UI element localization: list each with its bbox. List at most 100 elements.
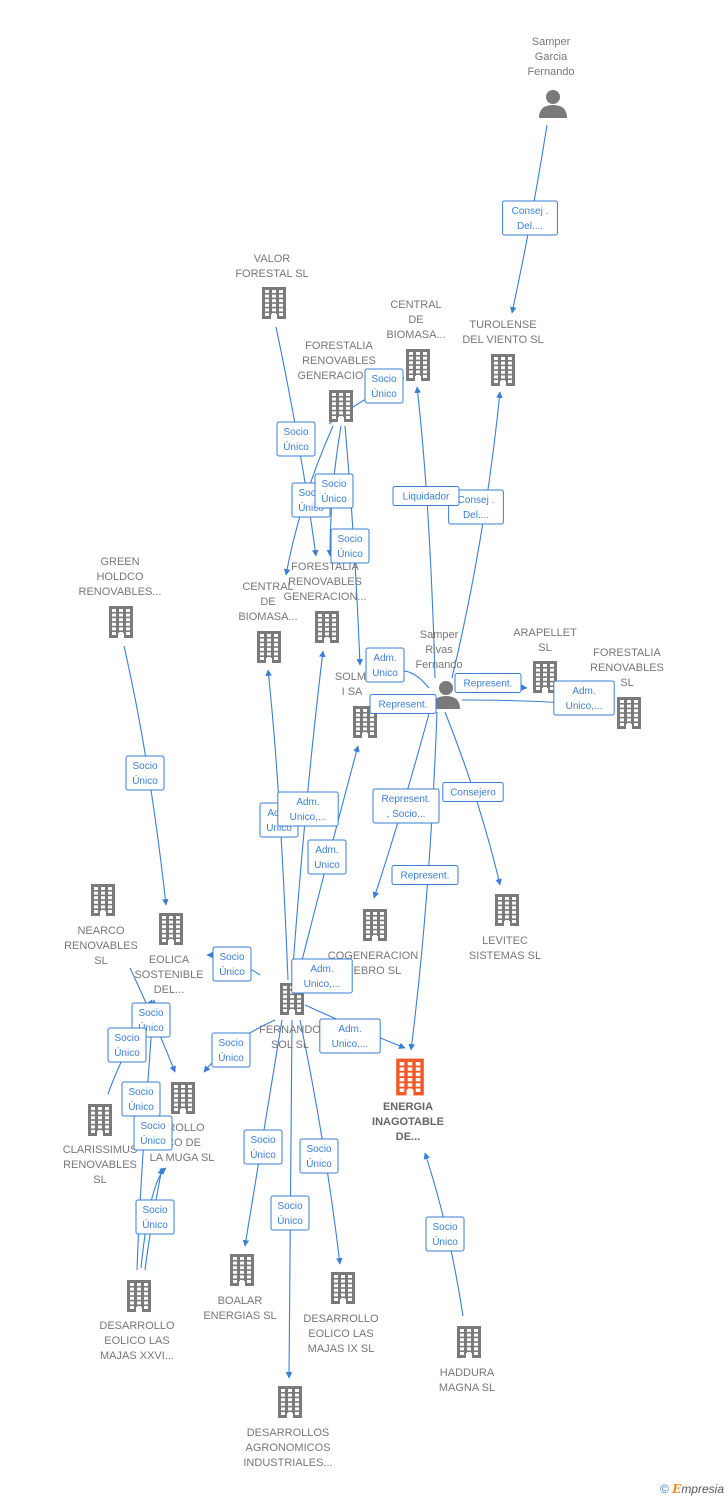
edge-label-text: Socio	[371, 374, 396, 385]
node-label: Samper	[532, 36, 571, 48]
edge-label[interactable]: Consejero	[442, 782, 504, 802]
empresia-logo[interactable]: © Empresia	[660, 1482, 724, 1496]
node-label: CENTRAL	[242, 581, 293, 593]
edge-label-text: Consej .	[512, 206, 549, 217]
building-icon	[88, 1104, 112, 1136]
node-label: NEARCO	[77, 925, 125, 937]
edge-label-box	[212, 946, 252, 982]
edge-label-text: Único	[142, 1218, 168, 1231]
edge-label-box	[270, 1195, 310, 1231]
edge-samper_rivas-to-central_biomasa_1	[414, 386, 436, 679]
building-icon	[257, 631, 281, 663]
edge-label-box	[125, 755, 165, 791]
node-central_biomasa_2[interactable]: CENTRALDEBIOMASA...	[238, 581, 298, 663]
edge-label[interactable]: Adm.Unico	[365, 647, 405, 683]
edge-label[interactable]: Consej .Del....	[448, 489, 504, 525]
edge-label[interactable]: Represent.	[369, 694, 437, 714]
node-green_holdco[interactable]: GREENHOLDCORENOVABLES...	[79, 556, 162, 638]
edge-label-box	[392, 486, 460, 506]
node-central_biomasa_1[interactable]: CENTRALDEBIOMASA...	[386, 299, 446, 381]
edge-label[interactable]: Adm.Unico,...	[277, 791, 339, 827]
edge-label[interactable]: Adm.Unico,...	[553, 680, 615, 716]
node-label: DE...	[396, 1131, 420, 1143]
node-forestalia_gen_1[interactable]: FORESTALIARENOVABLESGENERACION...	[297, 340, 381, 422]
node-label: RENOVABLES	[64, 940, 138, 952]
node-label: DE	[408, 314, 423, 326]
edge-label-text: Del....	[517, 221, 543, 232]
edge-label-box	[319, 1018, 381, 1054]
edge-label-text: Único	[371, 387, 397, 400]
edge-label-box	[107, 1027, 147, 1063]
edge-label-text: Único	[128, 1100, 154, 1113]
node-energia_inagotable[interactable]: ENERGIAINAGOTABLEDE...	[372, 1058, 444, 1143]
edge-label[interactable]: Represent.	[454, 673, 522, 693]
edge-label-box	[365, 647, 405, 683]
edge-label-box	[454, 673, 522, 693]
edge-label-box	[307, 839, 347, 875]
edge-label-text: Único	[306, 1157, 332, 1170]
edge-label-text: Del....	[463, 510, 489, 521]
node-forestalia_gen_2[interactable]: FORESTALIARENOVABLESGENERACION...	[283, 561, 367, 643]
edge-label[interactable]: Adm.Unico,...	[291, 958, 353, 994]
building-icon	[127, 1280, 151, 1312]
brand-rest: mpresia	[681, 1482, 724, 1496]
edge-label-box	[372, 788, 440, 824]
node-label: LEVITEC	[482, 935, 528, 947]
building-icon	[617, 697, 641, 729]
edge-label[interactable]: Consej . Del....	[502, 200, 558, 236]
edge-label[interactable]: Adm.Unico	[307, 839, 347, 875]
node-label: MAGNA SL	[439, 1382, 495, 1394]
edge-label[interactable]: Represent., Socio...	[372, 788, 440, 824]
node-label: Fernando	[527, 66, 574, 78]
node-label: DESARROLLO	[303, 1313, 379, 1325]
edge-label-text: Represent.	[464, 679, 513, 690]
node-label: DEL...	[154, 984, 185, 996]
node-label: SOLMI	[335, 671, 369, 683]
node-haddura[interactable]: HADDURA MAGNA SL	[439, 1326, 495, 1394]
edge-label-text: Socio	[128, 1087, 153, 1098]
edge-label[interactable]: Represent.	[391, 865, 459, 885]
node-label: CENTRAL	[390, 299, 441, 311]
node-desarrollos_agro[interactable]: DESARROLLOSAGRONOMICOSINDUSTRIALES...	[243, 1386, 333, 1469]
node-eolica_sostenible[interactable]: EOLICASOSTENIBLEDEL...	[134, 913, 204, 996]
node-label: RENOVABLES	[63, 1159, 137, 1171]
edge-label[interactable]: Liquidador	[392, 486, 460, 506]
node-label: Samper	[420, 629, 459, 641]
edge-label-text: Adm.	[315, 845, 338, 856]
node-label: RENOVABLES	[590, 662, 664, 674]
node-label: HADDURA	[440, 1367, 495, 1379]
edge-label-box	[276, 421, 316, 457]
node-label: TUROLENSE	[469, 319, 536, 331]
edge-label-box	[425, 1216, 465, 1252]
edge-label[interactable]: Adm.Unico,...	[319, 1018, 381, 1054]
edge-label-text: Único	[140, 1134, 166, 1147]
edge-label-text: Socio	[132, 761, 157, 772]
